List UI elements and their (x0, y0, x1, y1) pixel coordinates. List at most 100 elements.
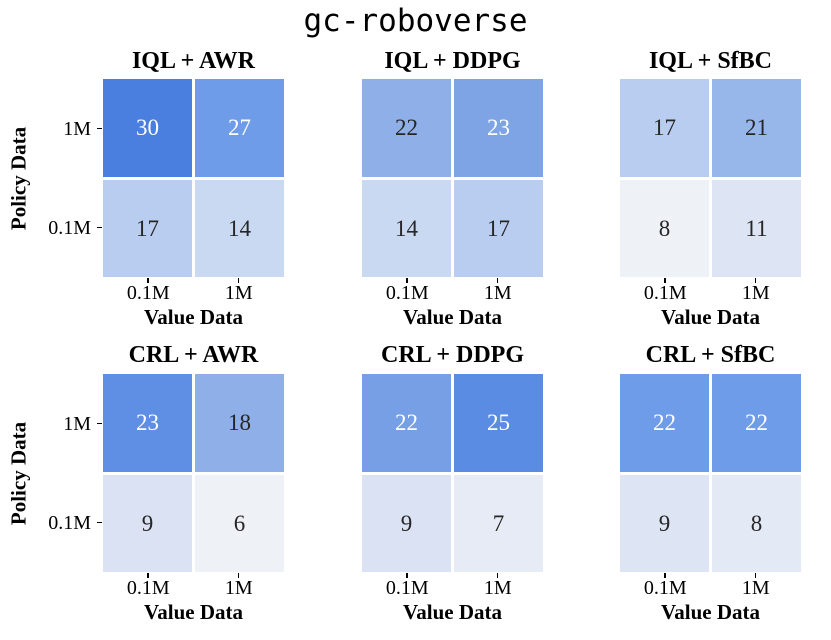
y-axis-label: Policy Data (6, 421, 31, 526)
heatmap-grid: 22 25 9 7 (362, 374, 543, 572)
x-tick-mark (754, 573, 757, 578)
heatmap-cell[interactable]: 11 (712, 179, 801, 277)
heatmap-cell[interactable]: 17 (620, 79, 709, 177)
heatmap-cell[interactable]: 23 (103, 374, 192, 472)
panel-title: CRL + AWR (128, 342, 259, 368)
figure-title: gc-roboverse (303, 3, 528, 39)
heatmap-cell[interactable]: 9 (620, 474, 709, 572)
heatmap-grid: 23 18 9 6 (103, 374, 284, 572)
heatmap-cell-value: 9 (141, 510, 154, 536)
heatmap-cell-value: 23 (136, 410, 159, 436)
x-tick-label: 0.1M (126, 282, 170, 304)
heatmap-cell-value: 17 (136, 215, 159, 241)
heatmap-cell-value: 27 (228, 115, 251, 141)
heatmap-cell-value: 17 (653, 115, 676, 141)
heatmap-cell[interactable]: 25 (454, 374, 543, 472)
x-tick-mark (147, 573, 149, 578)
y-tick-mark (97, 521, 102, 523)
x-tick-mark (754, 278, 757, 283)
heatmap-cell-value: 22 (395, 410, 418, 436)
x-tick-mark (664, 573, 666, 578)
x-tick-label: 1M (483, 282, 512, 304)
y-tick-mark (97, 226, 102, 228)
heatmap-grid: 22 23 14 17 (362, 79, 543, 277)
x-tick-mark (496, 573, 499, 578)
heatmap-cell[interactable]: 18 (195, 374, 284, 472)
y-tick-mark (97, 422, 102, 424)
heatmap-cell[interactable]: 17 (103, 179, 192, 277)
panel-title: CRL + SfBC (645, 342, 776, 368)
x-tick-label: 0.1M (385, 282, 429, 304)
x-axis-label: Value Data (144, 600, 243, 624)
heatmap-grid: 22 22 9 8 (620, 374, 801, 572)
x-tick-mark (496, 278, 499, 283)
x-tick-label: 1M (224, 282, 253, 304)
heatmap-cell-value: 9 (400, 510, 413, 536)
heatmap-cell[interactable]: 23 (454, 79, 543, 177)
x-tick-mark (406, 278, 408, 283)
x-tick-label: 1M (741, 577, 770, 599)
x-tick-label: 0.1M (385, 577, 429, 599)
heatmap-grid: 17 21 8 11 (620, 79, 801, 277)
panel-title: IQL + SfBC (648, 48, 773, 74)
heatmap-grid: 30 27 17 14 (103, 79, 284, 277)
panel-title: IQL + AWR (131, 48, 256, 74)
x-tick-mark (237, 573, 240, 578)
x-tick-label: 1M (483, 577, 512, 599)
heatmap-cell[interactable]: 6 (195, 474, 284, 572)
y-tick-label: 0.1M (48, 216, 91, 239)
x-tick-mark (664, 278, 666, 283)
panel-title: IQL + DDPG (384, 48, 521, 74)
heatmap-cell-value: 7 (492, 510, 505, 536)
y-tick-mark (97, 127, 102, 129)
x-axis-label: Value Data (661, 305, 760, 329)
x-tick-label: 1M (741, 282, 770, 304)
x-tick-mark (237, 278, 240, 283)
heatmap-cell[interactable]: 22 (362, 374, 451, 472)
panel-title: CRL + DDPG (380, 342, 524, 368)
y-axis-label: Policy Data (6, 126, 31, 231)
heatmap-cell[interactable]: 8 (712, 474, 801, 572)
x-tick-label: 0.1M (126, 577, 170, 599)
heatmap-cell-value: 6 (233, 510, 246, 536)
heatmap-cell-value: 14 (228, 215, 251, 241)
y-tick-label: 1M (63, 412, 91, 435)
heatmap-cell[interactable]: 27 (195, 79, 284, 177)
heatmap-cell[interactable]: 9 (362, 474, 451, 572)
heatmap-cell-value: 17 (487, 215, 510, 241)
x-axis-label: Value Data (144, 305, 243, 329)
heatmap-cell[interactable]: 14 (195, 179, 284, 277)
heatmap-cell[interactable]: 8 (620, 179, 709, 277)
heatmap-cell[interactable]: 17 (454, 179, 543, 277)
x-axis-label: Value Data (403, 305, 502, 329)
x-tick-label: 0.1M (643, 282, 687, 304)
x-axis-label: Value Data (403, 600, 502, 624)
heatmap-cell[interactable]: 7 (454, 474, 543, 572)
heatmap-cell[interactable]: 21 (712, 79, 801, 177)
heatmap-cell-value: 11 (745, 215, 768, 241)
heatmap-cell[interactable]: 30 (103, 79, 192, 177)
heatmap-cell[interactable]: 22 (712, 374, 801, 472)
heatmap-cell-value: 22 (745, 410, 768, 436)
heatmap-cell[interactable]: 22 (362, 79, 451, 177)
x-tick-mark (147, 278, 149, 283)
heatmap-cell-value: 22 (395, 115, 418, 141)
x-tick-label: 1M (224, 577, 253, 599)
heatmap-cell[interactable]: 14 (362, 179, 451, 277)
heatmap-cell-value: 21 (745, 115, 768, 141)
heatmap-cell-value: 8 (750, 510, 763, 536)
y-tick-label: 1M (63, 117, 91, 140)
heatmap-cell-value: 25 (487, 410, 510, 436)
heatmap-cell-value: 9 (658, 510, 671, 536)
heatmap-cell[interactable]: 22 (620, 374, 709, 472)
x-axis-label: Value Data (661, 600, 760, 624)
y-tick-label: 0.1M (48, 511, 91, 534)
heatmap-cell-value: 14 (395, 215, 418, 241)
heatmap-cell-value: 22 (653, 410, 676, 436)
heatmap-cell-value: 18 (228, 410, 251, 436)
heatmap-cell[interactable]: 9 (103, 474, 192, 572)
x-tick-mark (406, 573, 408, 578)
heatmap-cell-value: 23 (487, 115, 510, 141)
heatmap-cell-value: 30 (136, 115, 159, 141)
